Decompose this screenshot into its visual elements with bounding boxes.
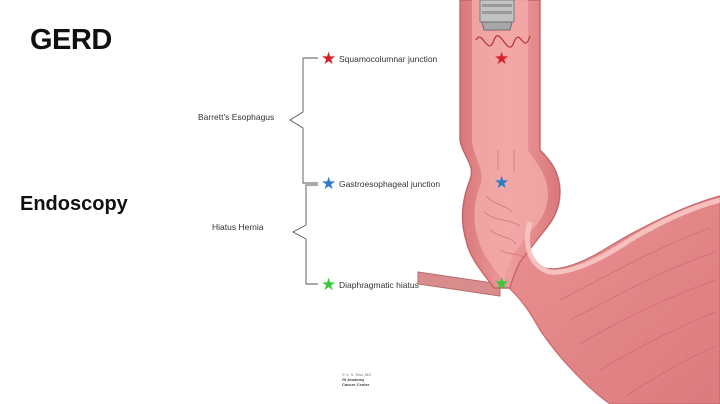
credit-logo: © V. S. Rao, MD GI Anatomy Cancer Center	[342, 372, 382, 387]
credit-line-2: GI Anatomy	[342, 377, 365, 382]
star-icon-anatomy-squamocolumnar: ★	[494, 49, 510, 68]
credit-line-3: Cancer Center	[342, 382, 370, 387]
credit-line-1: © V. S. Rao, MD	[342, 372, 372, 377]
bracket-label-hiatus: Hiatus Hernia	[212, 222, 264, 232]
page-title: GERD	[30, 24, 112, 56]
stomach-rugae	[559, 227, 717, 397]
landmark-label-gastroesophageal: Gastroesophageal junction	[339, 179, 441, 189]
endoscope	[479, 0, 515, 31]
landmark-label-hiatus: Diaphragmatic hiatus	[339, 280, 419, 290]
star-icon-gastroesophageal: ★	[321, 174, 337, 193]
star-icon-anatomy-gastroesophageal: ★	[494, 173, 510, 192]
star-icon-squamocolumnar: ★	[321, 49, 337, 68]
diaphragm	[417, 271, 501, 297]
mucosal-folds	[483, 150, 525, 259]
stomach-lining	[524, 197, 720, 275]
page-subtitle: Endoscopy	[20, 193, 128, 215]
star-icon-anatomy-hiatus: ★	[494, 274, 510, 293]
z-line	[475, 35, 531, 48]
landmark-label-squamocolumnar: Squamocolumnar junction	[339, 54, 438, 64]
lumen	[472, 0, 548, 282]
bracket-lines	[289, 57, 318, 285]
star-icon-hiatus: ★	[321, 275, 337, 294]
bracket-label-barretts: Barrett's Esophagus	[198, 112, 275, 122]
